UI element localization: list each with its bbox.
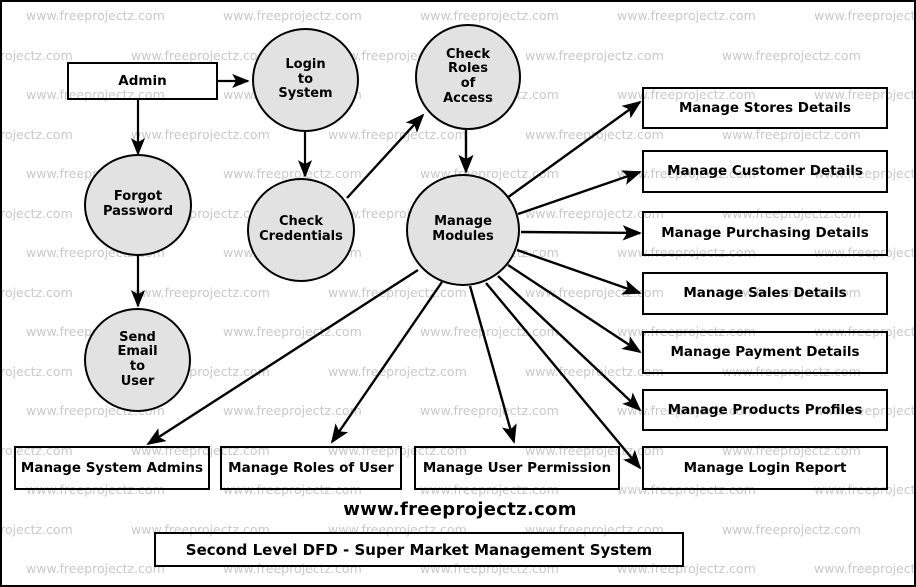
datastore-manage-stores-details[interactable]: Manage Stores Details bbox=[642, 87, 888, 129]
datastore-manage-stores-details-label: Manage Stores Details bbox=[679, 99, 851, 116]
datastore-manage-login-report[interactable]: Manage Login Report bbox=[642, 446, 888, 490]
flow-manage-modules-to-products-profiles bbox=[497, 275, 642, 412]
flow-manage-modules-to-roles-of-user bbox=[330, 281, 443, 444]
datastore-manage-payment-details[interactable]: Manage Payment Details bbox=[642, 331, 888, 374]
footer-site-url: www.freeprojectz.com bbox=[343, 499, 577, 520]
datastore-manage-purchasing-details-label: Manage Purchasing Details bbox=[661, 225, 869, 242]
flow-check-credentials-to-check-roles bbox=[346, 113, 425, 199]
datastore-manage-customer-details[interactable]: Manage Customer Details bbox=[642, 150, 888, 193]
datastore-manage-sales-details[interactable]: Manage Sales Details bbox=[642, 272, 888, 315]
flow-manage-modules-to-system-admins bbox=[146, 268, 419, 446]
datastore-manage-system-admins[interactable]: Manage System Admins bbox=[14, 446, 210, 490]
datastore-manage-payment-details-label: Manage Payment Details bbox=[670, 344, 860, 361]
datastore-manage-user-permission-label: Manage User Permission bbox=[422, 459, 612, 476]
entity-admin-label: Admin bbox=[118, 72, 167, 89]
datastore-manage-roles-of-user-label: Manage Roles of User bbox=[228, 459, 394, 476]
flow-manage-modules-to-payment-details bbox=[507, 263, 642, 354]
datastore-manage-login-report-label: Manage Login Report bbox=[683, 459, 847, 476]
datastore-manage-sales-details-label: Manage Sales Details bbox=[683, 285, 847, 302]
datastore-manage-purchasing-details[interactable]: Manage Purchasing Details bbox=[642, 211, 888, 256]
datastore-manage-roles-of-user[interactable]: Manage Roles of User bbox=[220, 446, 402, 490]
entity-admin[interactable]: Admin bbox=[67, 62, 218, 100]
datastore-manage-customer-details-label: Manage Customer Details bbox=[667, 163, 863, 180]
flow-manage-modules-to-purchasing-details bbox=[520, 225, 642, 241]
flow-manage-modules-to-customer-details bbox=[517, 170, 642, 216]
diagram-title-box: Second Level DFD - Super Market Manageme… bbox=[154, 532, 684, 567]
diagram-title-label: Second Level DFD - Super Market Manageme… bbox=[185, 540, 653, 559]
datastore-manage-system-admins-label: Manage System Admins bbox=[20, 459, 204, 476]
flow-manage-modules-to-login-report bbox=[485, 282, 642, 470]
flow-manage-modules-to-stores-details bbox=[506, 100, 642, 199]
datastore-manage-products-profiles[interactable]: Manage Products Profiles bbox=[642, 389, 888, 431]
datastore-manage-user-permission[interactable]: Manage User Permission bbox=[414, 446, 620, 490]
datastore-manage-products-profiles-label: Manage Products Profiles bbox=[667, 401, 863, 418]
flow-manage-modules-to-sales-details bbox=[516, 248, 642, 295]
flow-manage-modules-to-user-permission bbox=[468, 285, 517, 444]
